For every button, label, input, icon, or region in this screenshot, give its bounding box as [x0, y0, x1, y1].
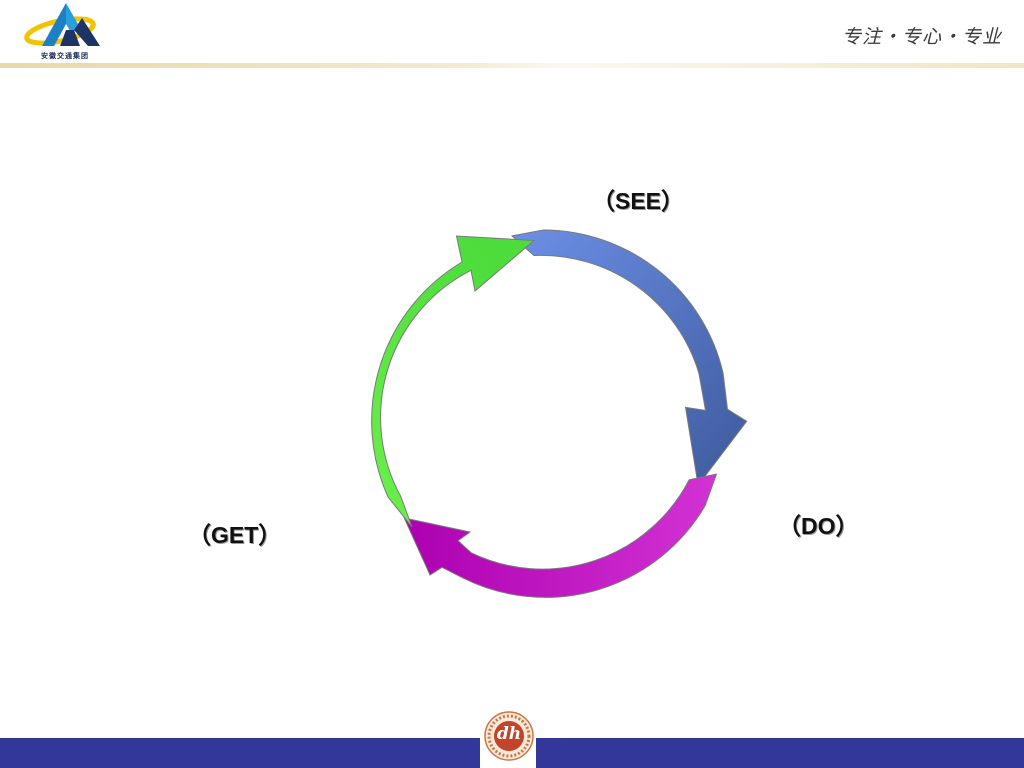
get-arrow: [371, 235, 536, 528]
slogan: 专注・专心・专业: [841, 26, 1002, 48]
see-arrow: [510, 229, 748, 487]
seal-text: dh: [496, 724, 522, 744]
do-arrow: [403, 473, 718, 598]
company-logo: 安徽交通集团: [22, 0, 108, 68]
company-name: 安徽交通集团: [41, 52, 89, 60]
cycle-diagram: [371, 229, 748, 598]
stage-label-get: （GET）: [188, 522, 282, 548]
triangle-ring-logo-icon: [24, 3, 100, 46]
header-divider: [0, 63, 1024, 68]
stage-label-see: （SEE）: [592, 188, 685, 214]
stage-label-do: （DO）: [778, 513, 859, 539]
school-seal-icon: dh: [484, 711, 534, 761]
